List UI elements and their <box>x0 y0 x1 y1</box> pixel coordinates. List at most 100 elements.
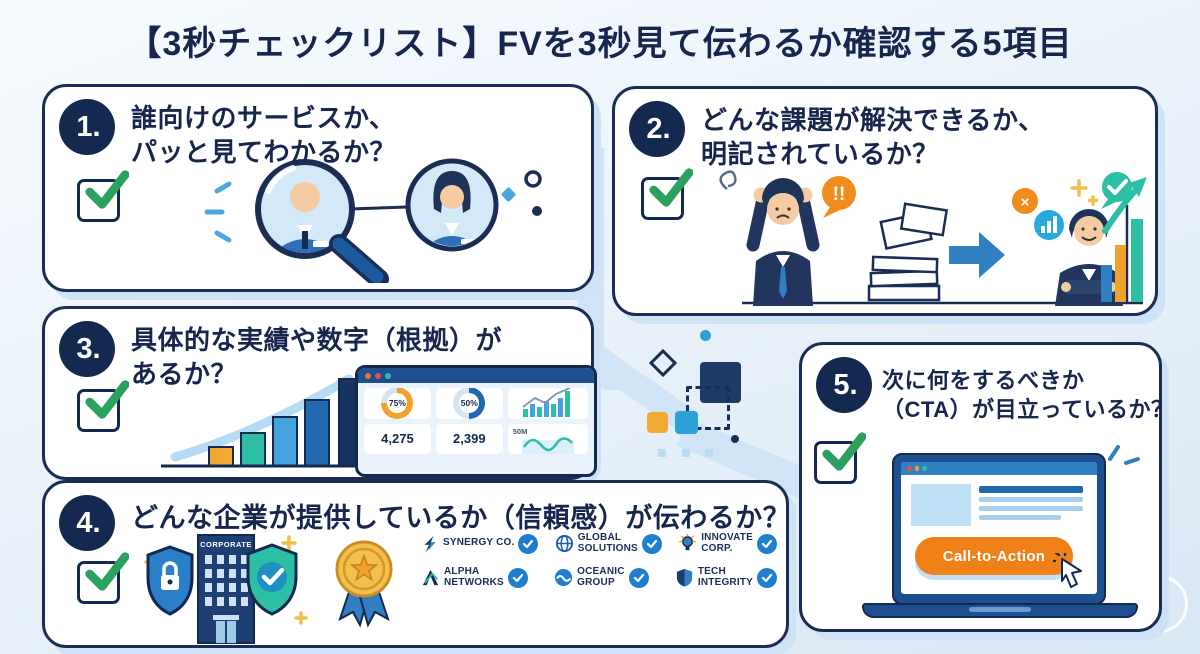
reject-bubble-icon: × <box>1012 188 1038 214</box>
hero-mock <box>901 475 1097 526</box>
window-dot-icon <box>914 466 919 471</box>
trust-illustration: CORPORATE <box>144 534 393 644</box>
mountain-a-icon <box>422 569 439 586</box>
donut-chart-icon: 75% <box>381 388 414 419</box>
magnifier-icon <box>255 159 389 283</box>
text-line-placeholder <box>979 506 1083 511</box>
item-5-checkbox <box>814 432 866 484</box>
browser-bar <box>358 368 594 383</box>
svg-text:!!: !! <box>833 184 846 205</box>
verified-badge-icon <box>757 567 777 588</box>
stat-card-1: 4,275 <box>364 423 431 454</box>
item-3-checkbox <box>77 380 129 432</box>
deco-mini-square-2 <box>682 449 690 457</box>
problem-solution-illustration: !! × <box>719 170 1147 306</box>
svg-text:×: × <box>1021 194 1030 211</box>
corporate-building-icon: CORPORATE <box>197 534 255 644</box>
dashboard-mock: 75% 50% <box>355 365 597 477</box>
deco-navy-square <box>700 362 741 403</box>
text-line-placeholder <box>979 497 1083 502</box>
window-dot-icon <box>907 466 912 471</box>
medal-icon <box>335 540 393 628</box>
check-icon <box>85 552 129 591</box>
papers-stack-icon <box>867 202 949 302</box>
item-2-heading: どんな課題が解決できるか、 明記されているか？ <box>701 105 1045 169</box>
item-3-heading: 具体的な実績や数字（根拠）が あるか？ <box>131 325 503 389</box>
persona-search-illustration <box>204 158 542 283</box>
bolt-icon <box>424 535 436 552</box>
deco-diamond-outline <box>648 348 678 378</box>
wave-circle-icon <box>555 568 573 587</box>
laptop-screen: Call-to-Action <box>892 453 1106 605</box>
verified-badge-icon <box>518 533 539 554</box>
laptop-base <box>862 603 1138 618</box>
window-dot-icon <box>922 466 927 471</box>
circle-outline-icon <box>524 170 542 188</box>
item-4-number: 4. <box>59 495 115 551</box>
check-icon <box>649 168 693 207</box>
logo-synergy: SYNERGY CO. <box>421 533 539 554</box>
ribbon-pill <box>598 374 646 390</box>
text-line-placeholder <box>979 486 1083 493</box>
lightbulb-icon <box>679 534 697 551</box>
donut-card-2: 50% <box>435 388 503 419</box>
item-1-checkbox <box>77 170 129 222</box>
wave-line-icon <box>521 437 574 454</box>
hero-image-placeholder <box>911 484 971 526</box>
item-5-heading: 次に何をするべきか （CTA）が目立っているか？ <box>882 368 1174 422</box>
item-2-checkbox <box>641 168 693 220</box>
svg-text:CORPORATE: CORPORATE <box>200 540 252 549</box>
window-dot-icon <box>375 372 381 379</box>
donut-chart-icon: 50% <box>453 388 486 419</box>
shield-check-icon <box>246 543 298 616</box>
text-line-placeholder <box>979 515 1061 520</box>
deco-navy-dot <box>731 435 739 443</box>
diamond-icon <box>501 187 516 202</box>
check-bubble-icon <box>1101 172 1132 209</box>
stat-card-2: 2,399 <box>435 423 503 454</box>
persona-woman <box>405 158 499 252</box>
item-1-heading: 誰向けのサービスか、 パッと見てわかるか？ <box>131 103 397 167</box>
item-4-heading: どんな企業が提供しているか（信頼感）が伝わるか？ <box>131 503 791 533</box>
deco-mini-square-1 <box>658 449 666 457</box>
sparkle-dashes-icon <box>1108 445 1140 465</box>
verified-badge-icon <box>507 567 528 588</box>
deco-orange-square <box>647 412 668 433</box>
squiggle-icon <box>719 170 737 190</box>
checklist-item-4: 4. どんな企業が提供しているか（信頼感）が伝わるか？ CORPORATE <box>42 480 791 648</box>
growth-chart-icon <box>1101 177 1147 302</box>
browser-bar <box>901 462 1097 475</box>
mini-bar-chart-icon <box>522 388 571 418</box>
item-3-number: 3. <box>59 321 115 377</box>
arrow-right-icon <box>949 232 1005 278</box>
window-dot-icon <box>365 372 371 379</box>
checklist-item-1: 1. 誰向けのサービスか、 パッと見てわかるか？ <box>42 84 594 292</box>
sparkle-dashes-icon <box>204 181 232 243</box>
item-2-number: 2. <box>629 101 685 157</box>
verified-badge-icon <box>628 567 649 588</box>
verified-badge-icon <box>756 533 777 554</box>
deco-mini-square-3 <box>705 449 713 457</box>
chart-bubble-icon <box>1034 210 1064 240</box>
stressed-person <box>719 170 820 306</box>
item-1-number: 1. <box>59 99 115 155</box>
persona-man <box>263 182 347 253</box>
gold-sparkle-icon <box>1070 179 1099 206</box>
verified-badge-icon <box>641 533 662 554</box>
dot-icon <box>532 206 542 216</box>
check-icon <box>85 170 129 209</box>
checklist-item-2: 2. どんな課題が解決できるか、 明記されているか？ <box>612 86 1158 316</box>
deco-blue-dot <box>700 330 711 341</box>
shield-icon <box>676 568 692 587</box>
checklist-item-3: 3. 具体的な実績や数字（根拠）が あるか？ <box>42 306 597 480</box>
page-title: 【3秒チェックリスト】FVを3秒見て伝わるか確認する5項目 <box>127 25 1073 63</box>
wave-card: 50M <box>507 423 588 454</box>
donut-card-1: 75% <box>364 388 431 419</box>
